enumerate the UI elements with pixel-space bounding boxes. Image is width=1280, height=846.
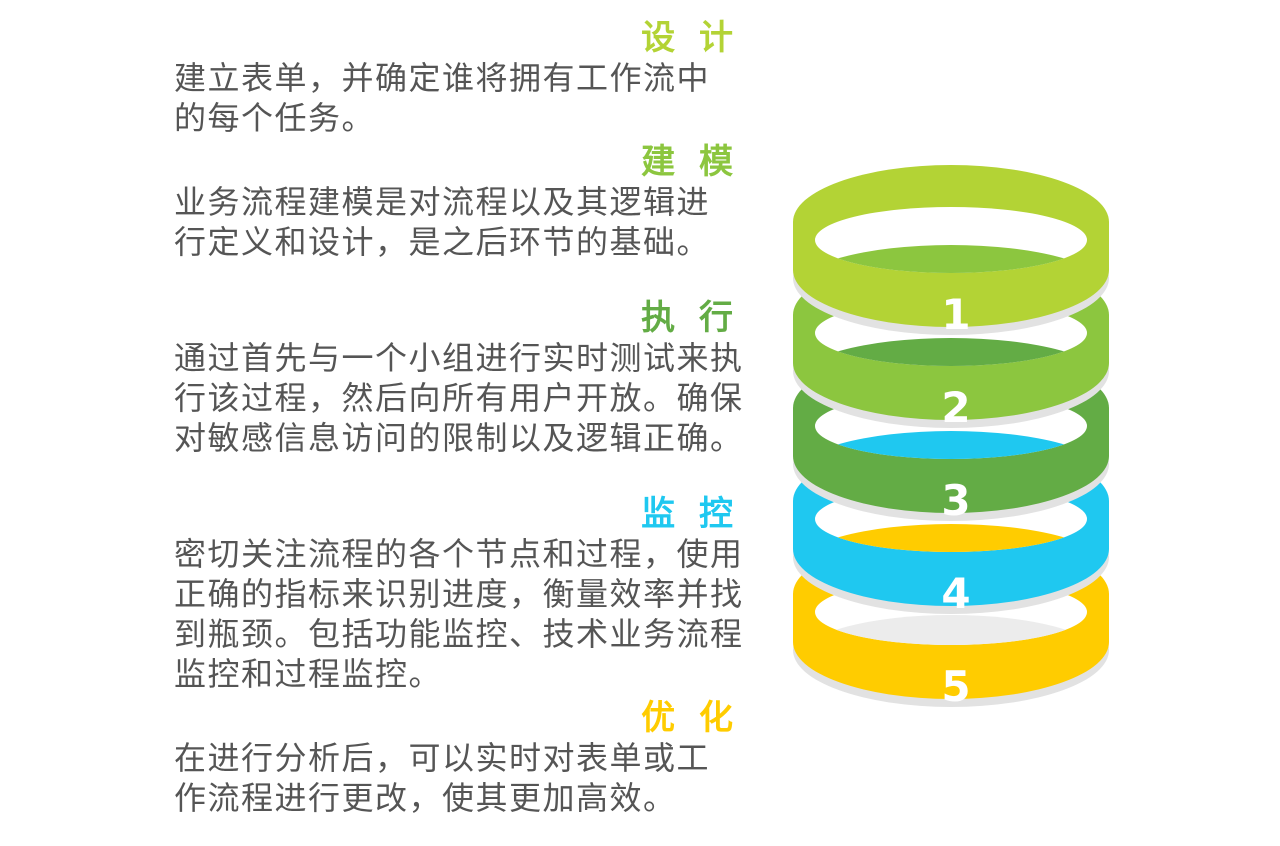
step-text: 正确的指标来识别进度，衡量效率并找 — [174, 575, 744, 613]
ring-inner-shadow — [815, 615, 1087, 645]
step-text: 在进行分析后，可以实时对表单或工 — [174, 739, 711, 777]
ring-inner-view — [815, 524, 1087, 552]
ring-number: 5 — [941, 662, 970, 711]
step-text: 到瓶颈。包括功能监控、技术业务流程 — [174, 615, 744, 653]
step-title: 监 控 — [641, 494, 739, 534]
ring-number: 2 — [941, 383, 970, 432]
step-text: 密切关注流程的各个节点和过程，使用 — [174, 535, 744, 573]
ring-inner-view — [815, 338, 1087, 366]
step-text: 作流程进行更改，使其更加高效。 — [174, 779, 677, 817]
step-text: 的每个任务。 — [174, 99, 376, 137]
step-text: 行该过程，然后向所有用户开放。确保 — [174, 379, 744, 417]
ring-number: 3 — [941, 476, 970, 525]
step-title: 优 化 — [641, 698, 739, 738]
step-text: 通过首先与一个小组进行实时测试来执 — [174, 339, 744, 377]
step-modeling: 建 模 业务流程建模是对流程以及其逻辑进 行定义和设计，是之后环节的基础。 — [174, 142, 749, 262]
step-text: 业务流程建模是对流程以及其逻辑进 — [174, 183, 711, 221]
step-title: 建 模 — [641, 142, 739, 182]
step-monitor: 监 控 密切关注流程的各个节点和过程，使用 正确的指标来识别进度，衡量效率并找 … — [174, 494, 749, 694]
step-text: 监控和过程监控。 — [174, 655, 443, 693]
step-title: 执 行 — [641, 298, 739, 338]
ring-1: 1 — [793, 165, 1109, 339]
ring-inner-view — [815, 245, 1087, 273]
ring-number: 4 — [941, 569, 970, 618]
ring-number: 1 — [941, 290, 970, 339]
step-title: 设 计 — [641, 18, 739, 58]
step-text: 建立表单，并确定谁将拥有工作流中 — [174, 59, 711, 97]
step-execute: 执 行 通过首先与一个小组进行实时测试来执 行该过程，然后向所有用户开放。确保 … — [174, 298, 749, 458]
step-design: 设 计 建立表单，并确定谁将拥有工作流中 的每个任务。 — [174, 18, 749, 138]
step-text: 行定义和设计，是之后环节的基础。 — [174, 223, 711, 261]
step-text: 对敏感信息访问的限制以及逻辑正确。 — [174, 419, 744, 457]
ring-inner-view — [815, 431, 1087, 459]
step-optimize: 优 化 在进行分析后，可以实时对表单或工 作流程进行更改，使其更加高效。 — [174, 698, 749, 818]
